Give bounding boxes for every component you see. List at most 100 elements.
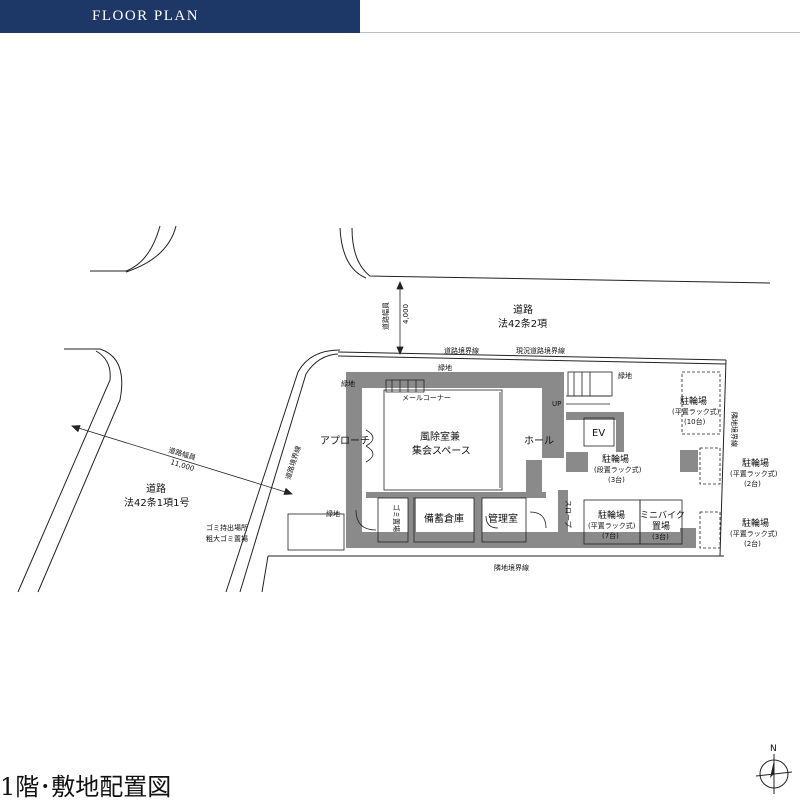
north-boundary-line	[337, 351, 727, 361]
garbage-pickup-zone	[287, 513, 345, 551]
approach-label: アプローチ	[320, 435, 370, 447]
lobby-outline	[383, 389, 503, 491]
west-road-curb	[37, 348, 123, 593]
wall-west	[346, 372, 362, 548]
north-road-name: 道路	[513, 303, 533, 316]
bike-area-2b	[699, 511, 721, 549]
current-road-boundary-label: 現況道路境界線	[516, 346, 565, 355]
bike-7-count: (7台)	[602, 531, 619, 540]
compass-label: N	[770, 744, 777, 754]
office-door	[485, 515, 499, 529]
bike-7-name: 駐輪場	[598, 509, 625, 521]
bike-7-type: (平置ラック式)	[588, 521, 636, 530]
greenery-label-west: 緑地	[341, 379, 355, 388]
office-label: 管理室	[488, 512, 518, 525]
east-adjacent-boundary-label: 隣地境界線	[730, 412, 739, 447]
ev-box	[583, 417, 615, 447]
south-adjacent-boundary-label: 隣地境界線	[494, 563, 529, 572]
garbage-pickup-line2: 粗大ゴミ置場	[206, 534, 248, 543]
garbage-pickup-line1: ゴミ持出場所	[206, 523, 248, 532]
road-boundary-label: 道路境界線	[444, 346, 479, 355]
mail-corner-label: メールコーナー	[402, 394, 451, 402]
minibike-name-line1: ミニバイク	[640, 510, 685, 521]
north-road-width-label: 道路幅員	[381, 302, 390, 330]
garbage-room	[377, 497, 409, 543]
west-road-edge	[17, 350, 111, 593]
bike-2a-count: (2台)	[744, 479, 761, 488]
bike-10-type: (平置ラック式)	[672, 407, 720, 416]
wall-core	[542, 372, 564, 458]
pillar-east	[680, 450, 698, 472]
north-road-curb-left	[90, 225, 161, 272]
minibike-count: (3台)	[652, 532, 669, 541]
bike-2a-type: (平置ラック式)	[730, 469, 778, 478]
side-door	[355, 509, 377, 531]
garbage-room-label: ゴミ置場	[392, 504, 401, 532]
hall-label: ホール	[524, 435, 554, 447]
pillar-southeast	[680, 528, 696, 548]
wall-south	[346, 532, 696, 548]
east-boundary-line	[719, 359, 727, 557]
stair-treads	[566, 372, 610, 405]
storage-label: 備蓄倉庫	[424, 512, 464, 525]
building-walls	[346, 372, 698, 548]
header-divider	[360, 32, 800, 33]
wall-rooms-div1	[408, 492, 416, 542]
bike-2b-type: (平置ラック式)	[730, 529, 778, 538]
west-road-boundary-label: 道路境界線	[283, 445, 302, 481]
lobby-label-line2: 集会スペース	[412, 444, 471, 457]
wall-north	[346, 372, 542, 388]
header-title: FLOOR PLAN	[92, 8, 200, 24]
wall-ev-bottom	[566, 452, 588, 472]
north-road-legal: 法42条2項	[498, 317, 547, 330]
header-band	[0, 0, 360, 33]
greenery-label-southwest: 緑地	[326, 509, 340, 518]
greenery-label-east: 緑地	[618, 371, 632, 380]
minibike-name-line2: 置場	[652, 520, 670, 532]
rear-door	[529, 511, 547, 529]
north-boundary-inner	[337, 355, 727, 365]
office-room	[481, 497, 527, 543]
north-arrow-icon	[755, 754, 793, 794]
dimension-arrow-icon	[396, 280, 404, 290]
minibike-area	[639, 499, 683, 545]
south-boundary-stub	[261, 555, 269, 593]
greenery-label-north: 緑地	[438, 363, 452, 372]
north-road-width-value: 4,000	[402, 304, 410, 324]
lobby-label-line1: 風除室兼	[420, 430, 460, 443]
wall-rooms-div2	[474, 492, 482, 542]
dimension-arrow-icon	[396, 346, 404, 356]
bike-2b-name: 駐輪場	[742, 517, 769, 529]
north-road-curb-right-inner	[339, 227, 367, 279]
bike-2b-count: (2台)	[744, 539, 761, 548]
dimension-arrow-icon	[71, 425, 81, 433]
wall-hall-pillar	[526, 460, 542, 492]
west-road-boundary-inner	[239, 353, 339, 593]
slope-label: スロープ	[564, 500, 572, 528]
west-road-name: 道路	[146, 482, 166, 495]
entrance-door	[365, 429, 374, 463]
bike-2a-name: 駐輪場	[742, 457, 769, 469]
wall-slope	[558, 490, 568, 540]
north-road-edge	[351, 227, 771, 284]
bike-3-type: (段置ラック式)	[594, 465, 642, 474]
storage-room	[413, 497, 475, 543]
west-road-boundary-line	[225, 349, 341, 593]
wall-ev-top	[566, 412, 624, 420]
mail-boxes	[391, 380, 417, 392]
wall-ev-right	[616, 412, 624, 452]
ev-label: EV	[592, 428, 605, 439]
plan-caption: 1階･敷地配置図	[0, 773, 172, 801]
dimension-arrow-icon	[283, 487, 293, 495]
bike-3-count: (3台)	[608, 475, 625, 484]
bike-10-count: (10台)	[684, 417, 706, 426]
north-road-curb-left-inner	[125, 225, 177, 273]
bike-area-2a	[699, 447, 721, 485]
west-road-legal: 法42条1項1号	[124, 496, 189, 509]
bike-10-name: 駐輪場	[680, 395, 707, 407]
mail-corner-box	[385, 379, 425, 393]
wall-rooms-top	[366, 492, 546, 498]
bike-3-name: 駐輪場	[602, 453, 629, 465]
up-label: UP	[552, 400, 561, 408]
